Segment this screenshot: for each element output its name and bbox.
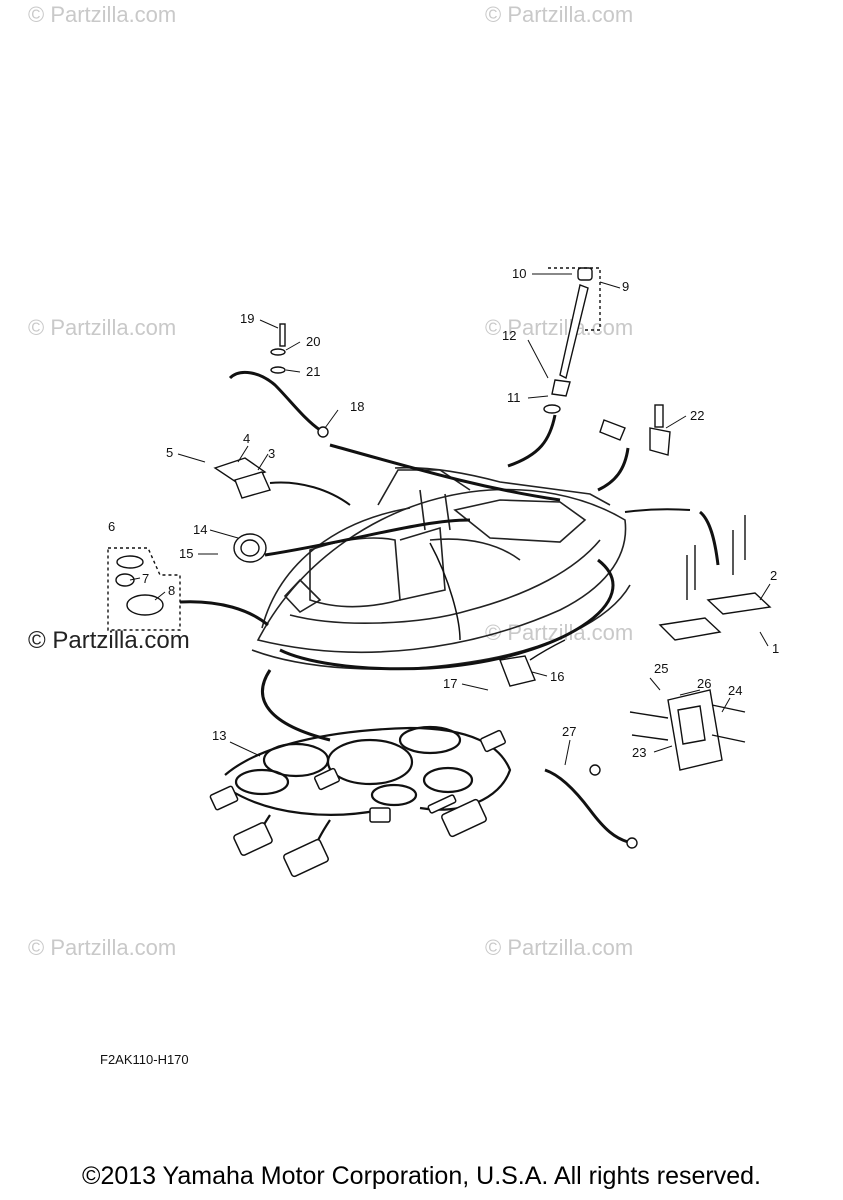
- watermark: © Partzilla.com: [485, 935, 633, 960]
- callout-24: 24: [728, 683, 742, 698]
- callout-20: 20: [306, 334, 320, 349]
- watermark: © Partzilla.com: [485, 315, 633, 340]
- callout-22: 22: [690, 408, 704, 423]
- callout-15: 15: [179, 546, 193, 561]
- watermark: © Partzilla.com: [28, 935, 176, 960]
- callout-12: 12: [502, 328, 516, 343]
- diagram-code: F2AK110-H170: [100, 1052, 189, 1067]
- harness-loops: [224, 725, 512, 856]
- callout-3: 3: [268, 446, 275, 461]
- callout-2: 2: [770, 568, 777, 583]
- connectors: [209, 729, 507, 878]
- callout-23: 23: [632, 745, 646, 760]
- callout-6: 6: [108, 519, 115, 534]
- callout-1: 1: [772, 641, 779, 656]
- callout-14: 14: [193, 522, 207, 537]
- copyright-notice: ©2013 Yamaha Motor Corporation, U.S.A. A…: [82, 1162, 761, 1190]
- watermark: © Partzilla.com: [485, 620, 633, 645]
- callout-19: 19: [240, 311, 254, 326]
- callout-7: 7: [142, 571, 149, 586]
- callout-17: 17: [443, 676, 457, 691]
- watermark: © Partzilla.com: [28, 2, 176, 27]
- watermark: © Partzilla.com: [28, 315, 176, 340]
- callout-21: 21: [306, 364, 320, 379]
- callout-4: 4: [243, 431, 250, 446]
- wire-harness: [179, 414, 720, 742]
- watermark: © Partzilla.com: [485, 2, 633, 27]
- watermarks: © Partzilla.com © Partzilla.com © Partzi…: [28, 2, 633, 960]
- callout-26: 26: [697, 676, 711, 691]
- leader-lines: [129, 273, 771, 766]
- callout-18: 18: [350, 399, 364, 414]
- callout-numbers: 1 2 3 4 5 6 7 8 9 10 11 12 13 14 15 16 1…: [108, 266, 779, 760]
- callout-10: 10: [512, 266, 526, 281]
- callout-9: 9: [622, 279, 629, 294]
- callout-25: 25: [654, 661, 668, 676]
- watermark-strong: © Partzilla.com: [28, 627, 190, 654]
- callout-11: 11: [507, 390, 521, 405]
- callout-8: 8: [168, 583, 175, 598]
- callout-16: 16: [550, 669, 564, 684]
- callout-27: 27: [562, 724, 576, 739]
- small-parts: [107, 267, 772, 849]
- callout-5: 5: [166, 445, 173, 460]
- callout-13: 13: [212, 728, 226, 743]
